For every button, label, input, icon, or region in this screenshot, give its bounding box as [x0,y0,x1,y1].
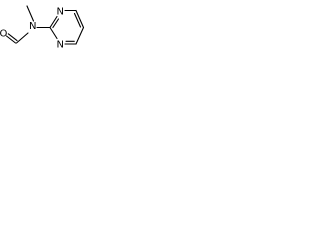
chemical-structure-diagram: O N N N [0,5,85,50]
amide-nitrogen-label: N [29,21,36,32]
ring-bond-n1-c2 [49,26,58,40]
ring-nitrogen-top-label: N [57,7,64,18]
formyl-c-n-bond [15,32,29,44]
formyl-c-o-double-bond-outer [5,35,17,44]
ring-bond-c2-n3 [49,15,58,29]
ring-bond-c5-c6 [75,26,85,45]
ring-nitrogen-bottom-label: N [57,40,64,50]
ring-inner-double-bond-top [52,18,60,29]
formyl-group [5,32,29,44]
pyrimidine-ring [49,9,85,45]
ring-inner-double-bond-right [73,12,82,28]
n-methyl-bond [26,5,35,22]
formyl-c-o-double-bond-inner [7,33,18,42]
ring-bond-c4-c5 [75,9,85,29]
amide-nitrogen-bonds [26,5,51,29]
oxygen-atom-label: O [0,29,8,40]
